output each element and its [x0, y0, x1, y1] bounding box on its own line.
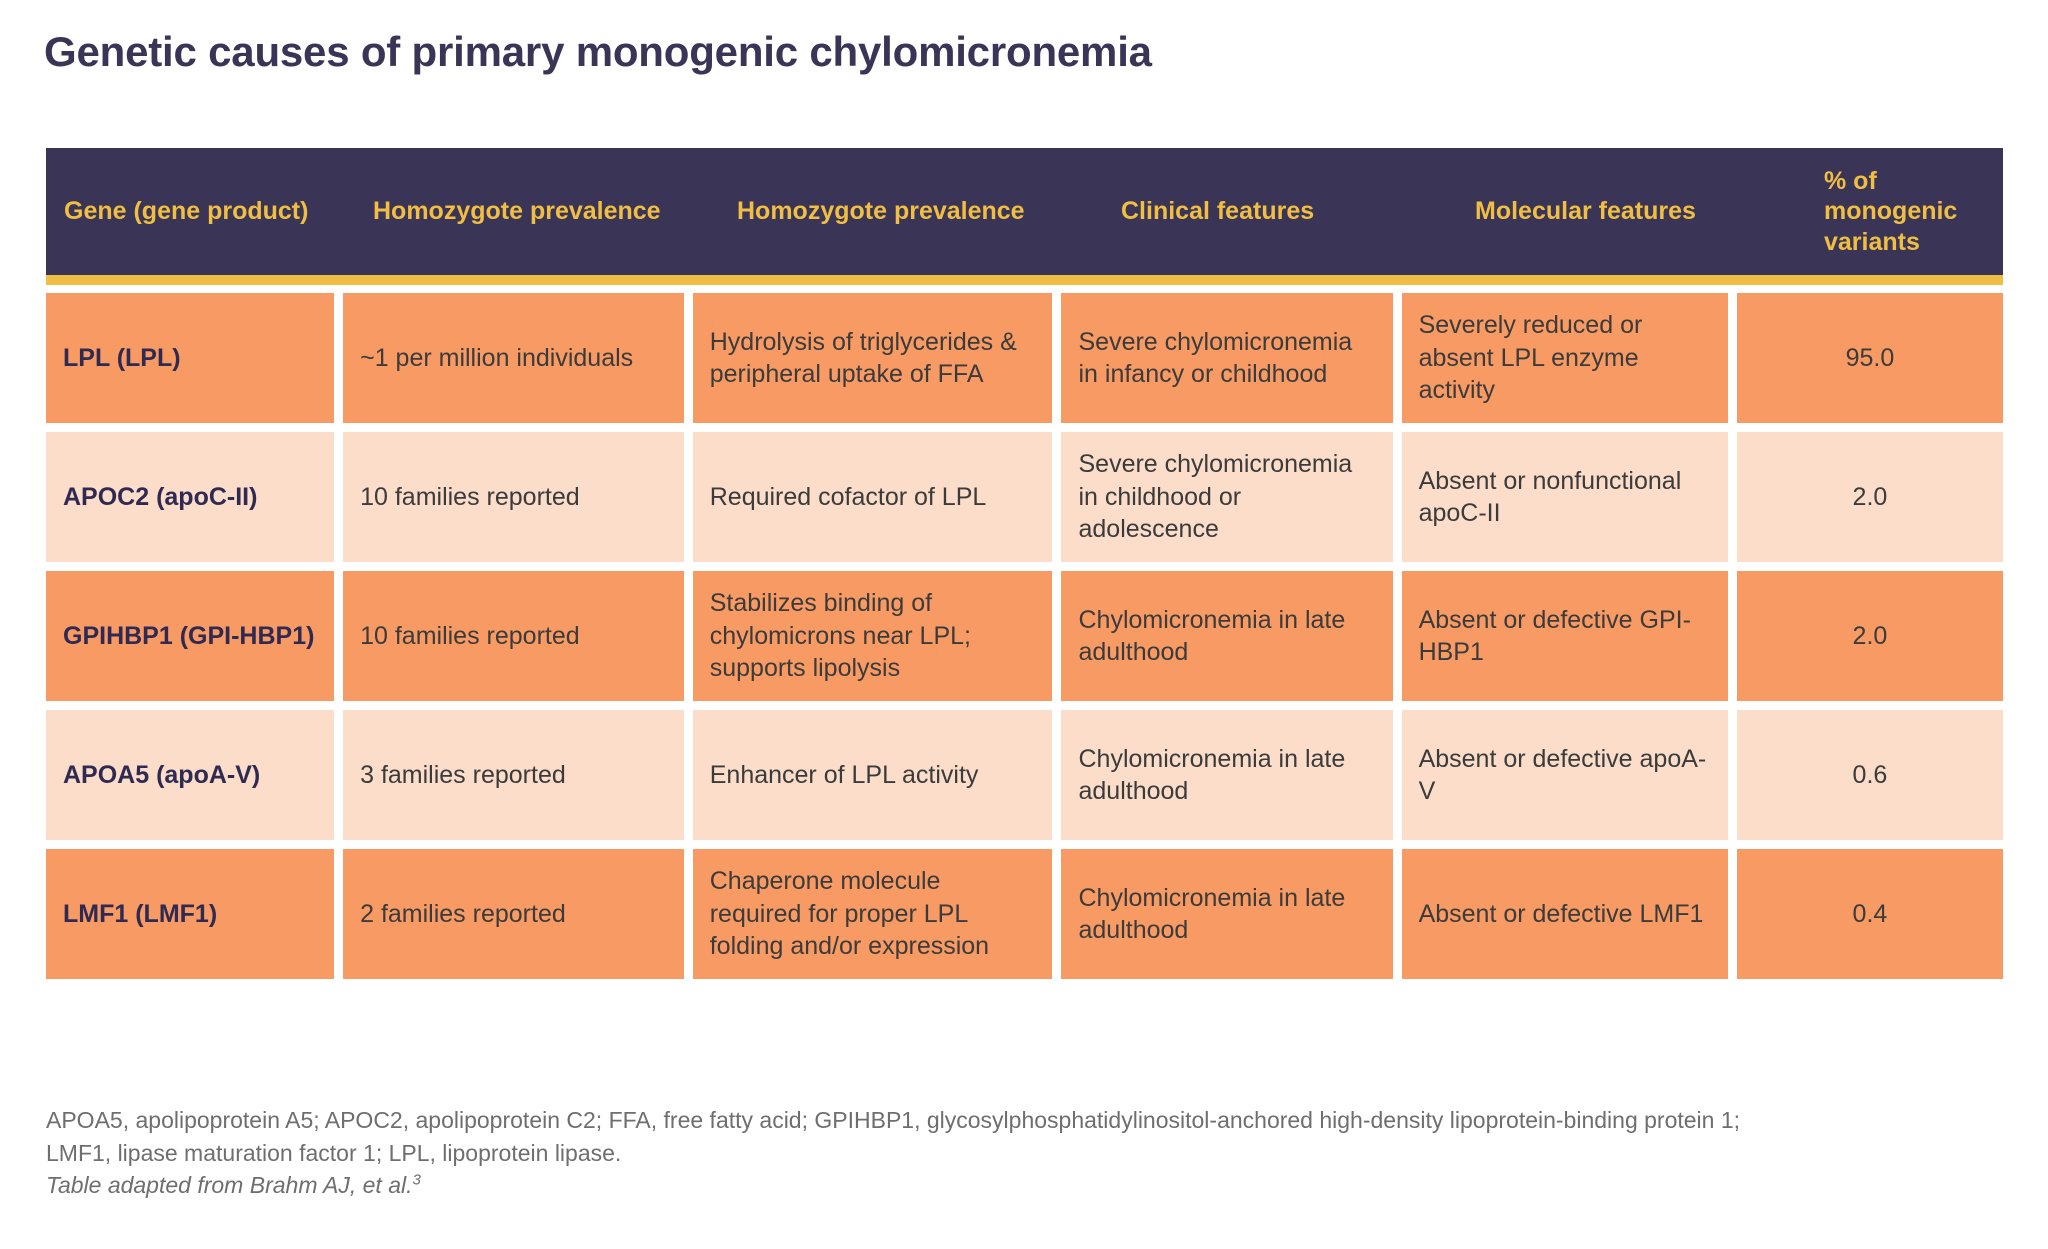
footnote-source: Table adapted from Brahm AJ, et al.3: [46, 1169, 2006, 1202]
cell-prevalence: 10 families reported: [343, 432, 684, 562]
page-title: Genetic causes of primary monogenic chyl…: [44, 28, 1152, 75]
cell-clinical-features: Chylomicronemia in late adulthood: [1061, 849, 1393, 979]
column-header-clinical-features-label: Clinical features: [1121, 197, 1315, 226]
cell-function: Stabilizes binding of chylomicrons near …: [692, 571, 1053, 701]
column-header-homozygote-prevalence-2-label: Homozygote prevalence: [737, 197, 1025, 226]
cell-function: Hydrolysis of triglycerides & peripheral…: [692, 293, 1053, 423]
cell-clinical-features: Severe chylomicronemia in childhood or a…: [1061, 432, 1393, 562]
genetic-causes-table: Gene (gene product) Homozygote prevalenc…: [46, 148, 2003, 988]
table-body: LPL (LPL) ~1 per million individuals Hyd…: [46, 293, 2003, 979]
cell-prevalence: 2 families reported: [343, 849, 684, 979]
cell-molecular-features: Absent or defective GPI-HBP1: [1401, 571, 1728, 701]
cell-function: Chaperone molecule required for proper L…: [692, 849, 1053, 979]
cell-percent: 0.6: [1736, 710, 2003, 840]
column-header-molecular-features-label: Molecular features: [1475, 197, 1696, 226]
footnote-line-2: LMF1, lipase maturation factor 1; LPL, l…: [46, 1139, 622, 1166]
column-header-percent-monogenic-variants: % of monogenic variants: [1806, 148, 2003, 275]
table-row: APOA5 (apoA-V) 3 families reported Enhan…: [46, 710, 2003, 840]
cell-percent: 2.0: [1736, 571, 2003, 701]
column-header-clinical-features: Clinical features: [1103, 148, 1457, 275]
column-header-homozygote-prevalence-2: Homozygote prevalence: [719, 148, 1103, 275]
table-row: LPL (LPL) ~1 per million individuals Hyd…: [46, 293, 2003, 423]
column-header-gene: Gene (gene product): [46, 148, 355, 275]
cell-percent: 2.0: [1736, 432, 2003, 562]
cell-gene: LMF1 (LMF1): [46, 849, 335, 979]
cell-percent: 95.0: [1736, 293, 2003, 423]
table-row: APOC2 (apoC-II) 10 families reported Req…: [46, 432, 2003, 562]
cell-prevalence: ~1 per million individuals: [343, 293, 684, 423]
cell-clinical-features: Chylomicronemia in late adulthood: [1061, 571, 1393, 701]
cell-gene: GPIHBP1 (GPI-HBP1): [46, 571, 335, 701]
column-header-homozygote-prevalence-1-label: Homozygote prevalence: [373, 197, 661, 226]
cell-prevalence: 10 families reported: [343, 571, 684, 701]
cell-molecular-features: Severely reduced or absent LPL enzyme ac…: [1401, 293, 1728, 423]
table-header-row: Gene (gene product) Homozygote prevalenc…: [46, 148, 2003, 285]
cell-prevalence: 3 families reported: [343, 710, 684, 840]
cell-clinical-features: Severe chylomicronemia in infancy or chi…: [1061, 293, 1393, 423]
column-header-molecular-features: Molecular features: [1457, 148, 1806, 275]
table-row: LMF1 (LMF1) 2 families reported Chaperon…: [46, 849, 2003, 979]
footnote-reference-number: 3: [412, 1171, 421, 1189]
cell-molecular-features: Absent or defective LMF1: [1401, 849, 1728, 979]
cell-gene: APOC2 (apoC-II): [46, 432, 335, 562]
cell-function: Required cofactor of LPL: [692, 432, 1053, 562]
cell-molecular-features: Absent or defective apoA-V: [1401, 710, 1728, 840]
footnote-line-1: APOA5, apolipoprotein A5; APOC2, apolipo…: [46, 1107, 1741, 1133]
table-row: GPIHBP1 (GPI-HBP1) 10 families reported …: [46, 571, 2003, 701]
cell-gene: LPL (LPL): [46, 293, 335, 423]
footnote-source-text: Table adapted from Brahm AJ, et al.: [46, 1172, 413, 1199]
column-header-percent-monogenic-variants-label: % of monogenic variants: [1824, 166, 1958, 256]
footnote: APOA5, apolipoprotein A5; APOC2, apolipo…: [46, 1104, 2006, 1202]
cell-molecular-features: Absent or nonfunctional apoC-II: [1401, 432, 1728, 562]
cell-gene: APOA5 (apoA-V): [46, 710, 335, 840]
column-header-homozygote-prevalence-1: Homozygote prevalence: [355, 148, 719, 275]
cell-clinical-features: Chylomicronemia in late adulthood: [1061, 710, 1393, 840]
cell-function: Enhancer of LPL activity: [692, 710, 1053, 840]
cell-percent: 0.4: [1736, 849, 2003, 979]
column-header-gene-label: Gene (gene product): [64, 197, 309, 226]
